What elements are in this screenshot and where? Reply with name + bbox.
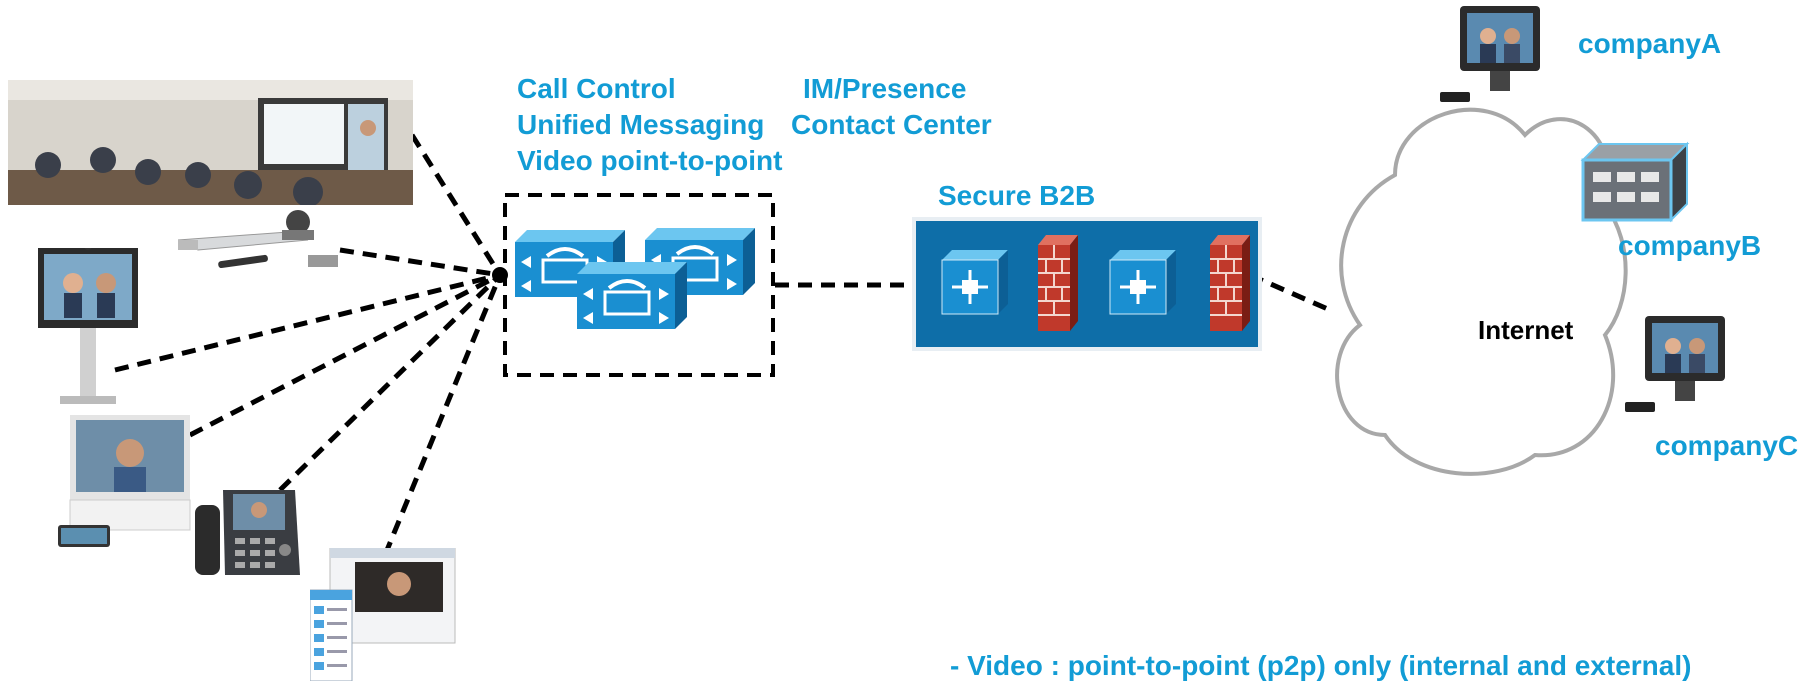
firewall-inner-icon [1037, 234, 1079, 332]
service-video-p2p: Video point-to-point [517, 145, 783, 176]
service-unified-messaging: Unified Messaging [517, 109, 765, 140]
link-jabber-client [382, 274, 503, 556]
expressway-e-icon [1108, 248, 1178, 316]
companyC-label: companyC [1655, 430, 1799, 461]
service-im-presence: IM/Presence [803, 73, 967, 104]
companyB-label: companyB [1618, 230, 1762, 261]
telepresence-room-photo [8, 80, 413, 205]
video-p2p-note: - Video : point-to-point (p2p) only (int… [950, 650, 1692, 681]
companyC-telepresence-icon [1625, 316, 1725, 412]
service-call-control: Call Control [517, 73, 676, 104]
link-desktop-video [188, 272, 502, 438]
link-telepresence-room [409, 133, 503, 277]
service-contact-center: Contact Center [791, 109, 992, 140]
call-manager-cluster [515, 226, 757, 331]
expressway-c-icon [940, 248, 1010, 316]
codec-camera-icon [178, 210, 338, 269]
desktop-video-icon [58, 415, 191, 547]
ip-phone-icon [195, 490, 300, 575]
link-room-endpoint [114, 272, 501, 373]
link-b2b-to-internet [1248, 272, 1332, 313]
jabber-client-icon [310, 548, 456, 681]
internet-label: Internet [1478, 315, 1574, 345]
link-codec-camera [339, 247, 501, 278]
internet-cloud-icon [1335, 107, 1628, 476]
room-endpoint-icon [38, 248, 138, 404]
companyB-server-icon [1580, 141, 1690, 223]
link-ip-phone [278, 273, 502, 492]
call-cluster-box [503, 193, 775, 377]
secure-b2b-label: Secure B2B [938, 180, 1096, 211]
secure-b2b-panel [912, 217, 1262, 351]
companyA-label: companyA [1578, 28, 1722, 59]
companyA-telepresence-icon [1440, 6, 1540, 102]
firewall-outer-icon [1209, 234, 1251, 332]
